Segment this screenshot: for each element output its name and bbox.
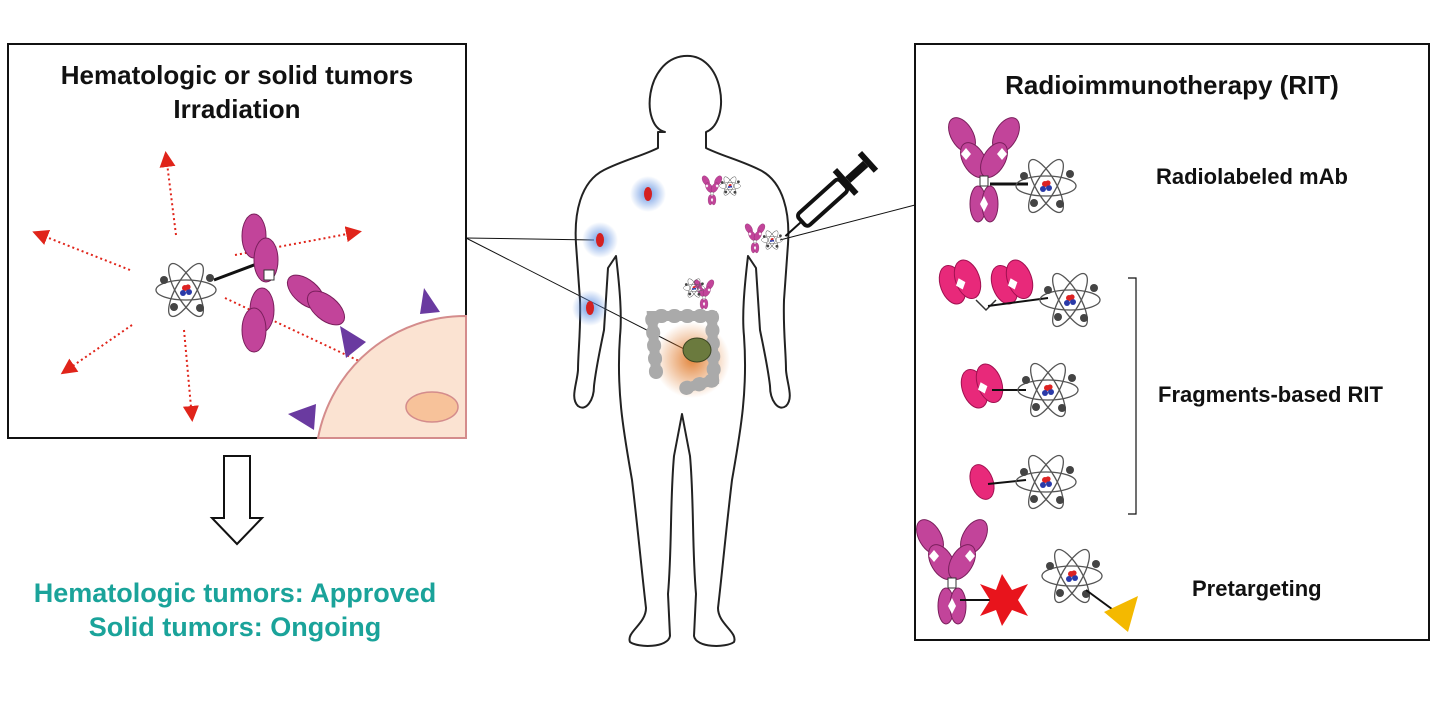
left-panel-title: Hematologic or solid tumors Irradiation [8, 58, 466, 126]
human-body-outline [573, 54, 791, 647]
approval-status: Hematologic tumors: Approved Solid tumor… [0, 576, 470, 644]
pretargeting-figure [910, 514, 1138, 632]
small-antibodies-on-body [683, 174, 783, 310]
hapten-star-icon [980, 574, 1028, 626]
antigen-marker [420, 288, 440, 314]
radiolabeled-antibody-large [213, 213, 346, 353]
fragments-bracket [1128, 277, 1137, 515]
left-panel-title-line2: Irradiation [173, 94, 301, 124]
pretargeting-label: Pretargeting [1192, 576, 1322, 601]
antigen-marker [288, 404, 316, 430]
approval-status-line2: Solid tumors: Ongoing [88, 612, 382, 642]
fragment-nanobody-figure [969, 450, 1077, 514]
approval-status-line1: Hematologic tumors: Approved [33, 578, 437, 608]
tumor-cell [288, 288, 467, 439]
rit-panel-title: Radioimmunotherapy (RIT) [1005, 70, 1339, 100]
rit-panel-frame [914, 43, 1430, 641]
fragment-scfv-figure [955, 358, 1079, 422]
syringe-icon [784, 150, 879, 237]
colon [644, 309, 730, 398]
left-panel-title-line1: Hematologic or solid tumors [60, 60, 414, 90]
fragments-based-rit-label: Fragments-based RIT [1158, 382, 1383, 407]
fragment-f-ab2-figure [933, 255, 1101, 332]
hapten-triangle-icon [1104, 596, 1138, 632]
antigen-marker [340, 326, 366, 358]
down-arrow-icon [209, 455, 265, 546]
radiolabeled-mab-label: Radiolabeled mAb [1156, 164, 1348, 189]
radiolabeled-mab-figure [942, 112, 1077, 223]
tumor-sites [572, 176, 666, 326]
